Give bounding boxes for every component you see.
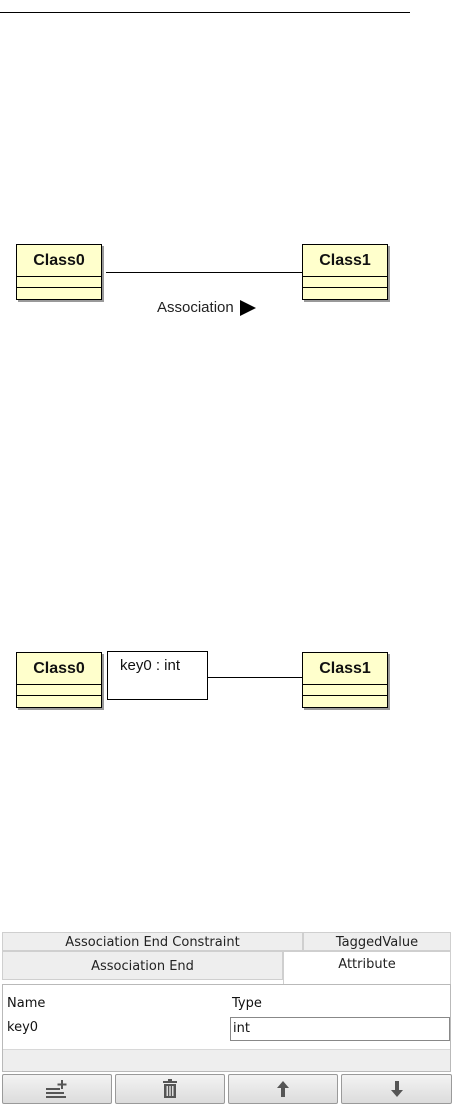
operation-compartment <box>303 288 387 299</box>
table-cell-name[interactable]: key0 <box>7 1020 39 1035</box>
move-down-button[interactable] <box>341 1074 452 1104</box>
operation-compartment <box>303 696 387 707</box>
attribute-compartment <box>303 685 387 696</box>
attribute-table: Name Type key0 int <box>2 984 451 1072</box>
table-cell-type[interactable]: int <box>230 1017 450 1041</box>
tab-tagged-value[interactable]: TaggedValue <box>303 932 451 951</box>
direction-arrow-icon <box>239 299 256 316</box>
move-up-icon <box>276 1079 290 1099</box>
class-box-class1[interactable]: Class1 <box>302 244 388 300</box>
class-box-class0[interactable]: Class0 <box>16 244 102 300</box>
property-panel: Association End Constraint TaggedValue A… <box>0 932 454 1107</box>
attribute-toolbar <box>2 1074 452 1104</box>
association-name: Association <box>157 299 234 316</box>
delete-icon <box>161 1079 179 1099</box>
move-down-icon <box>390 1079 404 1099</box>
attribute-compartment <box>17 277 101 288</box>
class-box-class0[interactable]: Class0 <box>16 652 102 708</box>
tab-association-end[interactable]: Association End <box>2 951 283 980</box>
table-empty-area <box>3 1049 450 1071</box>
add-attribute-icon <box>44 1079 70 1099</box>
top-rule-line <box>0 12 410 13</box>
operation-compartment <box>17 696 101 707</box>
class-name: Class1 <box>303 653 387 685</box>
operation-compartment <box>17 288 101 299</box>
class-box-class1[interactable]: Class1 <box>302 652 388 708</box>
tab-attribute[interactable]: Attribute <box>283 951 451 984</box>
delete-attribute-button[interactable] <box>115 1074 225 1104</box>
attribute-compartment <box>17 685 101 696</box>
add-attribute-button[interactable] <box>2 1074 112 1104</box>
association-line[interactable] <box>106 272 302 273</box>
move-up-button[interactable] <box>228 1074 338 1104</box>
association-line[interactable] <box>208 677 302 678</box>
column-header-type[interactable]: Type <box>232 996 262 1011</box>
column-header-name[interactable]: Name <box>7 996 46 1011</box>
qualifier-box[interactable]: key0 : int <box>107 651 208 700</box>
attribute-compartment <box>303 277 387 288</box>
class-name: Class0 <box>17 653 101 685</box>
association-name-label[interactable]: Association <box>157 299 256 316</box>
qualifier-text: key0 : int <box>120 657 181 674</box>
class-name: Class1 <box>303 245 387 277</box>
class-name: Class0 <box>17 245 101 277</box>
tab-association-end-constraint[interactable]: Association End Constraint <box>2 932 303 951</box>
